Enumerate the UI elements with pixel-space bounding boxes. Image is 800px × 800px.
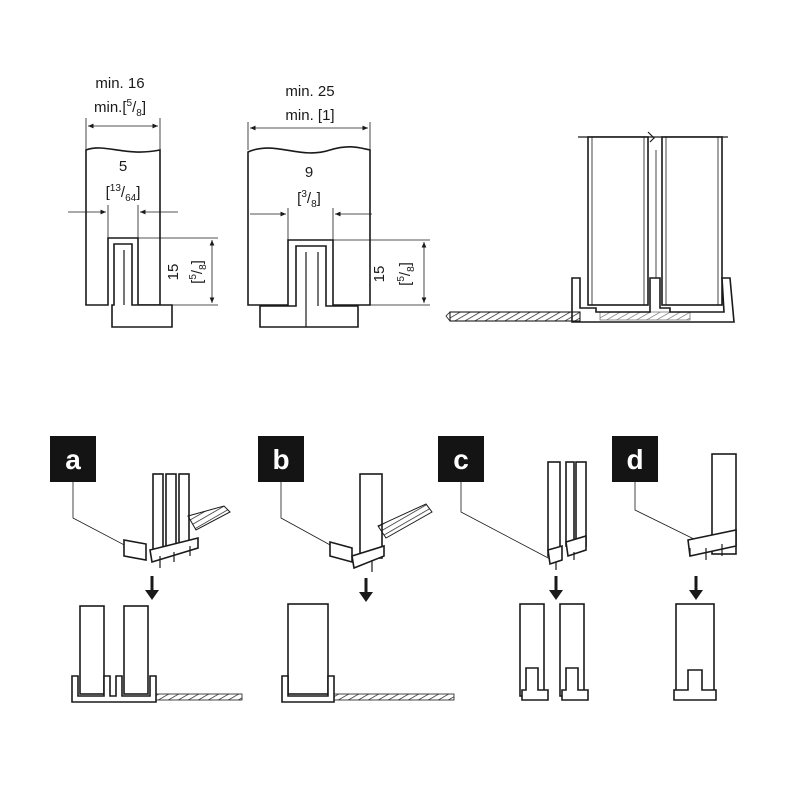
floor-guide bbox=[281, 675, 335, 703]
extension-strip bbox=[155, 693, 243, 701]
strip-end bbox=[445, 311, 451, 322]
step-c-result bbox=[519, 603, 589, 701]
floor-guide-a bbox=[111, 243, 173, 328]
guide-body bbox=[149, 536, 199, 564]
arrow-down-icon bbox=[359, 578, 373, 602]
step-c-badge: c bbox=[438, 436, 484, 482]
step-a-perspective bbox=[72, 473, 231, 600]
groove-width-mm-b: 9 bbox=[305, 164, 313, 181]
door-panel bbox=[287, 603, 329, 695]
door-edge bbox=[359, 473, 383, 559]
step-a-result bbox=[71, 605, 243, 703]
pin-icon bbox=[159, 546, 191, 568]
step-a-badge: a bbox=[50, 436, 96, 482]
step-c-perspective bbox=[460, 461, 587, 600]
min-width-mm-b: min. 25 bbox=[285, 83, 334, 100]
pin-icon bbox=[555, 552, 575, 570]
min-width-in-a: min.[5/8] bbox=[94, 98, 146, 119]
floor-guide bbox=[71, 675, 157, 703]
step-d-result bbox=[673, 603, 717, 701]
guide-body bbox=[687, 529, 737, 557]
pin-icon bbox=[689, 544, 723, 560]
leader-line bbox=[72, 482, 131, 549]
door-edge bbox=[165, 473, 177, 555]
door-edge bbox=[152, 473, 164, 555]
extension-strip bbox=[377, 503, 433, 539]
section-b: min. 25 min. [1] 9 [3/8] 15 [5/8] bbox=[247, 83, 430, 328]
min-width-mm-a: min. 16 bbox=[95, 75, 144, 92]
arrow-down-icon bbox=[689, 576, 703, 600]
arrow-down-icon bbox=[549, 576, 563, 600]
guide-extension-strip bbox=[599, 311, 691, 321]
floor-guide bbox=[521, 667, 549, 701]
step-d-perspective bbox=[634, 453, 737, 600]
floor-guide bbox=[673, 669, 717, 701]
svg-text:b: b bbox=[272, 444, 289, 475]
guide-block bbox=[547, 544, 563, 566]
svg-text:a: a bbox=[65, 444, 81, 475]
arrow-down-icon bbox=[145, 576, 159, 600]
assembled-guide-view bbox=[445, 131, 735, 323]
break-mark bbox=[647, 131, 655, 143]
door-edge bbox=[178, 473, 190, 545]
groove-width-in-a: [13/64] bbox=[106, 183, 141, 204]
groove-width-in-b: [3/8] bbox=[297, 189, 321, 210]
door-panel-b bbox=[247, 146, 371, 306]
guide-block bbox=[329, 540, 353, 564]
depth-in-a: [5/8] bbox=[188, 260, 209, 284]
groove-width-mm-a: 5 bbox=[119, 158, 127, 175]
section-a: min. 16 min.[5/8] 5 [13/64] 15 [5/8] bbox=[68, 75, 218, 328]
door-panel bbox=[123, 605, 149, 695]
floor-guide-b bbox=[259, 245, 359, 328]
guide-block bbox=[565, 534, 587, 558]
door-panel-1 bbox=[587, 136, 649, 306]
guide-block bbox=[123, 539, 147, 561]
min-width-in-b: min. [1] bbox=[285, 107, 334, 124]
depth-mm-a: 15 bbox=[165, 264, 182, 281]
floor-guide-double bbox=[571, 277, 735, 323]
door-panel bbox=[79, 605, 105, 695]
svg-text:d: d bbox=[626, 444, 643, 475]
door-edge bbox=[565, 461, 575, 547]
door-panel-1-inner bbox=[591, 136, 645, 306]
extension-strip bbox=[333, 693, 455, 701]
depth-in-b: [5/8] bbox=[396, 262, 417, 286]
guide-body bbox=[351, 544, 385, 570]
depth-mm-b: 15 bbox=[371, 266, 388, 283]
door-edge bbox=[547, 461, 561, 557]
leader-line bbox=[280, 482, 333, 547]
step-b-result bbox=[281, 603, 455, 703]
step-d-badge: d bbox=[612, 436, 658, 482]
door-panel-2-inner bbox=[665, 136, 719, 306]
door-panel-2 bbox=[661, 136, 723, 306]
guide-extension-strip bbox=[449, 311, 581, 322]
leader-line bbox=[460, 482, 553, 561]
floor-guide bbox=[561, 667, 589, 701]
leader-line bbox=[634, 482, 701, 543]
door-edge bbox=[575, 461, 587, 547]
svg-text:c: c bbox=[453, 444, 469, 475]
step-b-perspective bbox=[280, 473, 433, 602]
extension-strip bbox=[187, 505, 231, 531]
step-b-badge: b bbox=[258, 436, 304, 482]
